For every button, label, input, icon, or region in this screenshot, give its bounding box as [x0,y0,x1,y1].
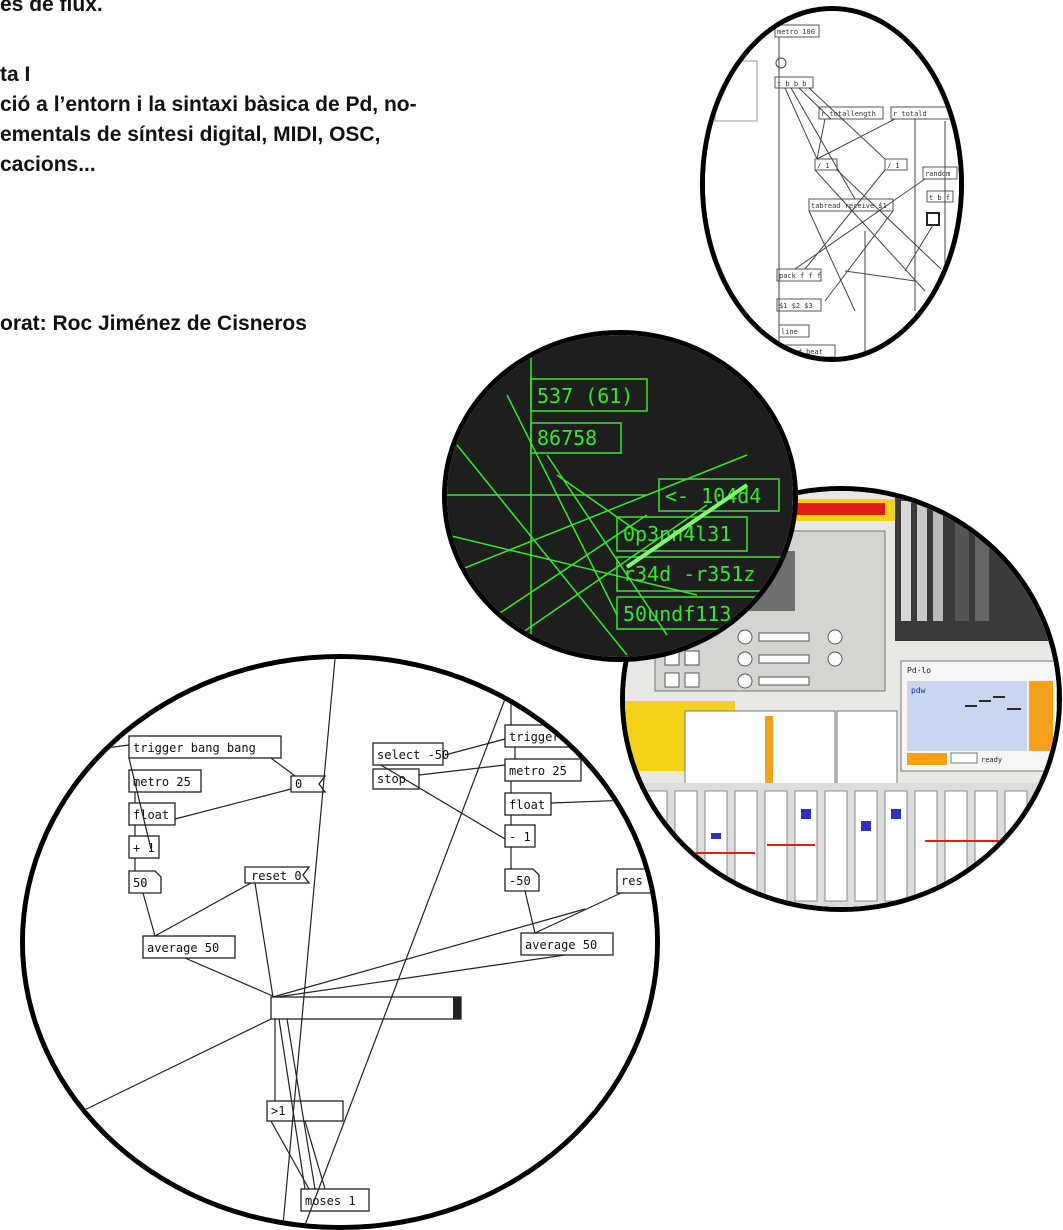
pd-object [774,76,814,89]
mixer-strips [625,783,1057,907]
pd-object-label: - 1 [509,830,531,844]
pd-dark-graphic: 537 (61) 86758 <- 104d4 0p3nn4l31 r34d -… [447,335,793,657]
pd-object-label: line [781,328,798,336]
bang-icon [775,57,787,69]
pd-object-label: average 50 [525,938,597,952]
window-title: Pd-lo [907,666,931,675]
pd-object [776,298,822,312]
pd-connections [778,37,946,351]
pd-object-label: r totallength [821,110,876,118]
pd-patch-top-graphic: metro 100 t b b b r totallength r totald… [705,11,959,357]
green-label: 537 (61) [537,384,633,408]
pd-object-label: moses 1 [305,1194,356,1208]
text-line-4: ementals de síntesi digital, MIDI, OSC, [0,123,381,146]
pd-object-label: metro 25 [509,764,567,778]
window-label: pdw [911,686,926,695]
pd-object-label: tabread receive $1 [811,202,887,210]
pd-message-box: res [621,874,643,888]
text-line-5: cacions... [0,153,96,176]
control-rows [664,629,843,689]
green-label: 50undf113 [623,602,731,626]
text-line-2: ta I [0,63,31,86]
pd-object-label: $1 $2 $3 [779,302,813,310]
pd-number-box: 0 [295,777,302,791]
pd-object-label: send beat [785,348,823,356]
pd-object-label: pack f f f [779,272,821,280]
pd-object-label: t b f [929,194,950,202]
pd-object-label: select -50 [377,748,449,762]
pd-object-label: / 1 [817,162,830,170]
text-line-3: ció a l’entorn i la sintaxi bàsica de Pd… [0,93,417,116]
status-text: ready [981,756,1002,764]
pd-object [774,24,820,38]
pd-connections-bottom [25,659,655,1225]
pd-object [818,106,884,120]
pd-object [814,158,838,171]
pd-object-label: trigger bang bang [133,741,256,755]
green-connections [447,335,748,657]
pd-object-label: r totald [893,110,927,118]
pd-patch-bottom-graphic: trigger bang bang metro 25 float + 1 50 … [25,659,655,1225]
green-label: 86758 [537,426,597,450]
pd-objects-bottom [128,724,655,1212]
text-line-credit: orat: Roc Jiménez de Cisneros [0,312,307,335]
pd-number-box: -50 [509,874,531,888]
pd-message-box: stop [377,772,406,786]
pd-number-box: 50 [133,876,147,890]
pd-object [926,190,954,203]
green-label: <- 104d4 [665,484,761,508]
pd-object [922,166,958,180]
pd-object-label: average 50 [147,941,219,955]
pd-object-label: t b b b [777,80,807,88]
pd-patch-circle-top: metro 100 t b b b r totallength r totald… [700,6,964,362]
text-line-1: es de flux. [0,0,103,16]
pd-message-box: reset 0 [251,869,302,883]
pd-object-label: trigger [509,730,560,744]
pd-object-label: float [509,798,545,812]
pd-dark-circle: 537 (61) 86758 <- 104d4 0p3nn4l31 r34d -… [442,330,798,662]
pd-object-label: metro 25 [133,775,191,789]
pd-object-label: / 1 [887,162,900,170]
pd-object-label: metro 100 [777,28,815,36]
pd-object [808,198,894,212]
pd-object-label: float [133,808,169,822]
pd-object-label: >1 [271,1104,285,1118]
pd-object [884,158,908,171]
pd-patch-circle-bottom: trigger bang bang metro 25 float + 1 50 … [20,654,660,1230]
pd-object [776,268,822,282]
pd-object-label: + 1 [133,841,155,855]
pd-object-label: random [925,170,950,178]
